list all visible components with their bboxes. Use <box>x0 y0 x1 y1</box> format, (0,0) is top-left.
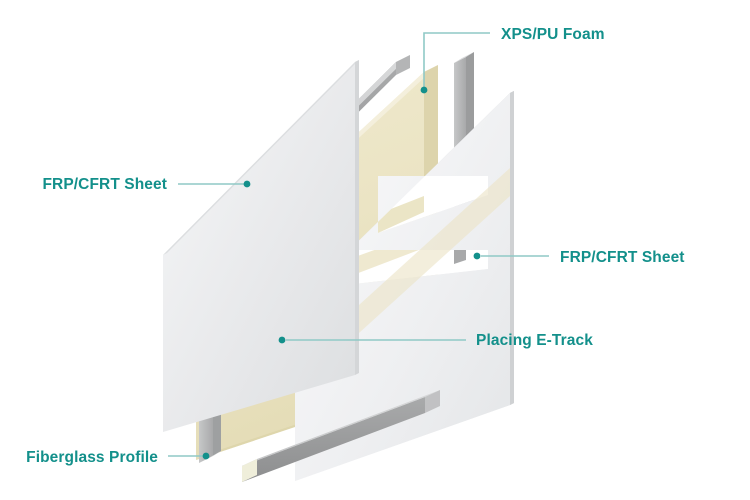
frp-cfrt-sheet-front <box>163 60 359 432</box>
callout-label-frp-cfrt-sheet-left: FRP/CFRT Sheet <box>42 176 167 193</box>
bottom-beam-top <box>242 390 440 466</box>
slot-lower-bar-showthrough <box>454 250 466 264</box>
callout-xps-pu-foam[interactable]: XPS/PU Foam <box>420 26 605 94</box>
callout-dot-frp-cfrt-sheet-right <box>473 252 481 260</box>
top-beam-right-cap <box>396 55 410 75</box>
callout-frp-cfrt-sheet-left[interactable]: FRP/CFRT Sheet <box>42 176 251 193</box>
callout-label-placing-e-track: Placing E-Track <box>476 332 593 349</box>
fiberglass-bar-upper-top <box>454 52 474 63</box>
callout-dot-frp-cfrt-sheet-left <box>243 180 251 188</box>
bottom-beam-assembly <box>242 390 440 482</box>
callout-dot-xps-pu-foam <box>420 86 428 94</box>
slot-upper-foam-showthrough <box>378 196 424 233</box>
callout-frp-cfrt-sheet-right[interactable]: FRP/CFRT Sheet <box>473 249 685 266</box>
callout-leader-line-xps-pu-foam <box>423 32 490 90</box>
callout-dot-placing-e-track <box>278 336 286 344</box>
bottom-beam-face <box>242 397 425 482</box>
frp-sheet-front-face <box>163 62 355 432</box>
bottom-beam-left-cap <box>242 459 257 482</box>
callout-label-frp-cfrt-sheet-right: FRP/CFRT Sheet <box>560 249 685 266</box>
frp-sheet-rear-right-edge-2 <box>510 91 514 405</box>
callout-dot-fiberglass-profile <box>202 452 210 460</box>
callout-label-xps-pu-foam: XPS/PU Foam <box>501 26 605 43</box>
callout-fiberglass-profile[interactable]: Fiberglass Profile <box>26 449 210 466</box>
bottom-beam-right-cap <box>425 390 440 413</box>
callout-label-fiberglass-profile: Fiberglass Profile <box>26 449 158 466</box>
frp-sheet-front-right-edge <box>355 60 359 375</box>
frp-sheet-front-top-edge <box>163 60 359 255</box>
callout-placing-e-track[interactable]: Placing E-Track <box>278 332 594 349</box>
